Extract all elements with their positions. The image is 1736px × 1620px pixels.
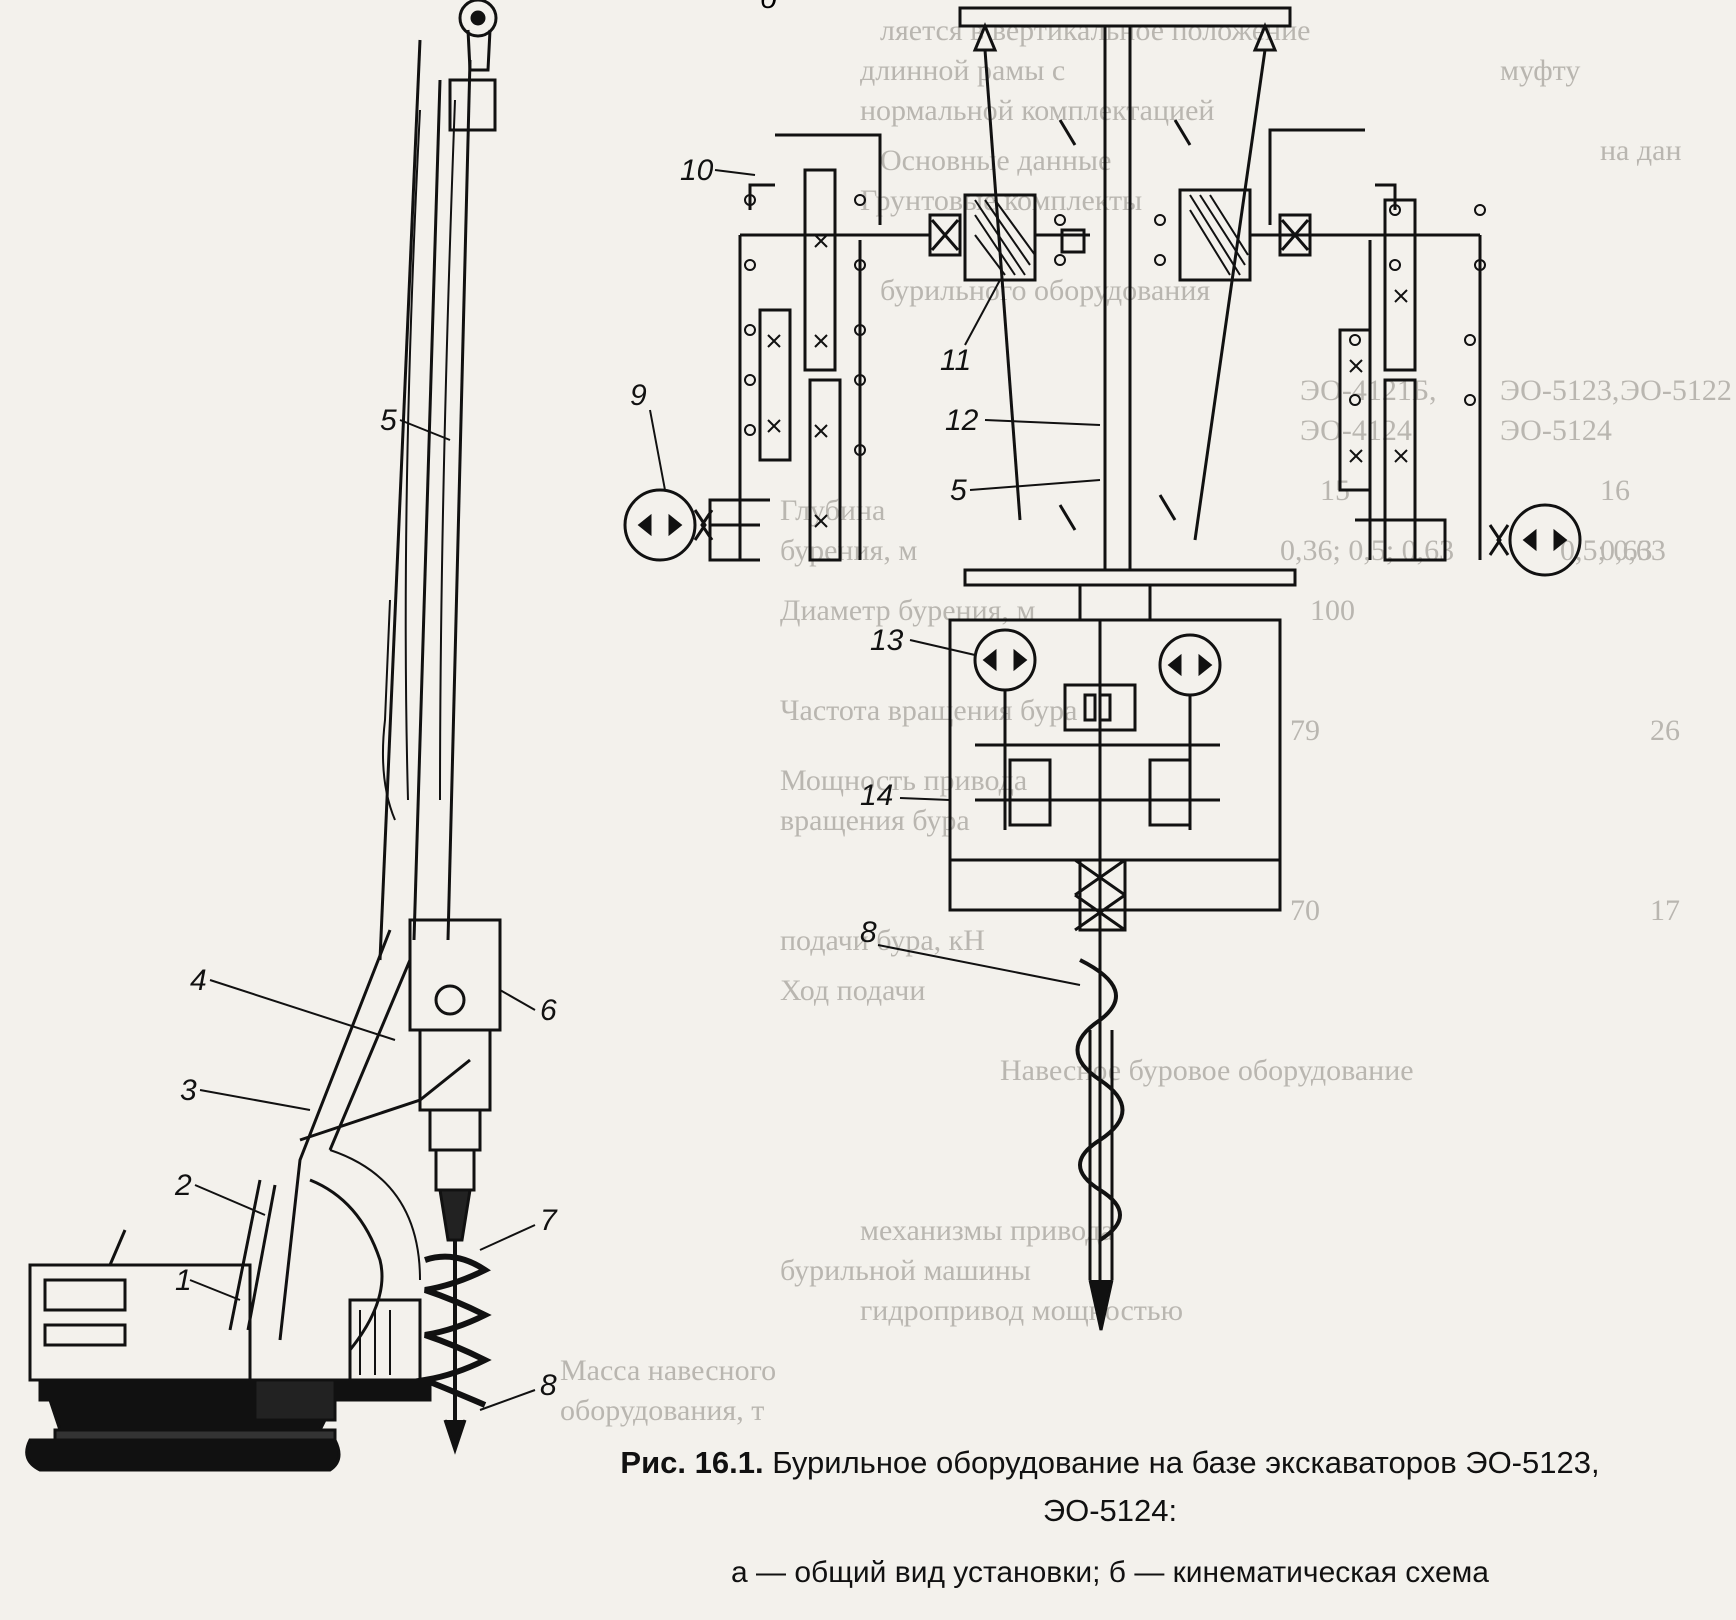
svg-text:ЭО-4124: ЭО-4124: [1300, 414, 1412, 447]
figure-number: Рис. 16.1.: [620, 1445, 764, 1480]
svg-text:на дан: на дан: [1600, 134, 1682, 167]
figure-caption-line2: ЭО-5124:: [560, 1488, 1660, 1534]
svg-text:ЭО-5124: ЭО-5124: [1500, 414, 1612, 447]
callout-7: 7: [540, 1204, 558, 1237]
panel-b-label: б: [760, 0, 778, 15]
callout-4: 4: [190, 964, 207, 997]
callout-1: 1: [175, 1264, 192, 1297]
callout-13: 13: [870, 624, 904, 657]
svg-text:0,63: 0,63: [1600, 534, 1653, 567]
figure-title-line2: ЭО-5124:: [1042, 1493, 1178, 1528]
svg-text:Диаметр бурения, м: Диаметр бурения, м: [780, 594, 1035, 627]
callout-5: 5: [380, 404, 397, 437]
figure-caption-line1: Рис. 16.1. Бурильное оборудование на баз…: [560, 1440, 1660, 1486]
panel-b-callouts: 8 9 10 11 12 5 13 14: [630, 154, 1101, 986]
panel-a-drill-rig: [25, 0, 502, 1472]
callout-6: 6: [540, 994, 557, 1027]
figure-title-line1: Бурильное оборудование на базе экскавато…: [772, 1445, 1600, 1480]
callout-b-8: 8: [860, 916, 877, 949]
svg-text:100: 100: [1310, 594, 1355, 627]
svg-text:длинной рамы с: длинной рамы с: [860, 54, 1065, 87]
svg-text:бурильного оборудования: бурильного оборудования: [880, 274, 1210, 307]
svg-text:оборудования, т: оборудования, т: [560, 1394, 764, 1427]
svg-text:Мощность привода: Мощность привода: [780, 764, 1027, 797]
panel-a-callouts: 1 2 3 4 5 6 7 8: [174, 404, 558, 1411]
svg-text:Глубина: Глубина: [780, 494, 885, 527]
callout-8: 8: [540, 1369, 557, 1402]
callout-12: 12: [945, 404, 979, 437]
svg-text:0,5; 0,63: 0,5; 0,63: [1560, 534, 1666, 567]
svg-text:Ход подачи: Ход подачи: [780, 974, 925, 1007]
callout-9: 9: [630, 379, 647, 412]
svg-text:Грунтовые комплекты: Грунтовые комплекты: [860, 184, 1142, 217]
svg-text:17: 17: [1650, 894, 1680, 927]
svg-text:79: 79: [1290, 714, 1320, 747]
svg-text:Частота вращения бура: Частота вращения бура: [780, 694, 1077, 727]
svg-text:16: 16: [1600, 474, 1630, 507]
svg-text:Основные данные: Основные данные: [880, 144, 1111, 177]
callout-3: 3: [180, 1074, 197, 1107]
svg-text:26: 26: [1650, 714, 1680, 747]
callout-2: 2: [174, 1169, 192, 1202]
svg-text:0,36; 0,5; 0,63: 0,36; 0,5; 0,63: [1280, 534, 1454, 567]
bleed-through-text: ляется в вертикальное положение длинной …: [560, 14, 1732, 1427]
svg-text:муфту: муфту: [1500, 54, 1580, 87]
figure-subtitle: а — общий вид установки; б — кинематичес…: [731, 1556, 1489, 1589]
svg-text:механизмы привода: механизмы привода: [860, 1214, 1114, 1247]
callout-11: 11: [940, 344, 971, 377]
svg-text:Навесное буровое оборудование: Навесное буровое оборудование: [1000, 1054, 1414, 1087]
svg-text:Масса навесного: Масса навесного: [560, 1354, 776, 1387]
svg-text:вращения бура: вращения бура: [780, 804, 970, 837]
svg-text:ляется в вертикальное положени: ляется в вертикальное положение: [880, 14, 1310, 47]
svg-text:70: 70: [1290, 894, 1320, 927]
panel-b-kinematic-scheme: [623, 6, 1582, 1331]
svg-text:гидропривод мощностью: гидропривод мощностью: [860, 1294, 1183, 1327]
callout-14: 14: [860, 779, 893, 812]
svg-text:бурения, м: бурения, м: [780, 534, 917, 567]
svg-text:ЭО-5123,: ЭО-5123,: [1500, 374, 1619, 407]
callout-b-5: 5: [950, 474, 967, 507]
callout-10: 10: [680, 154, 714, 187]
svg-text:нормальной комплектацией: нормальной комплектацией: [860, 94, 1214, 127]
svg-text:бурильной машины: бурильной машины: [780, 1254, 1031, 1287]
svg-text:подачи бура, кН: подачи бура, кН: [780, 924, 985, 957]
svg-text:ЭО-5122: ЭО-5122: [1620, 374, 1732, 407]
